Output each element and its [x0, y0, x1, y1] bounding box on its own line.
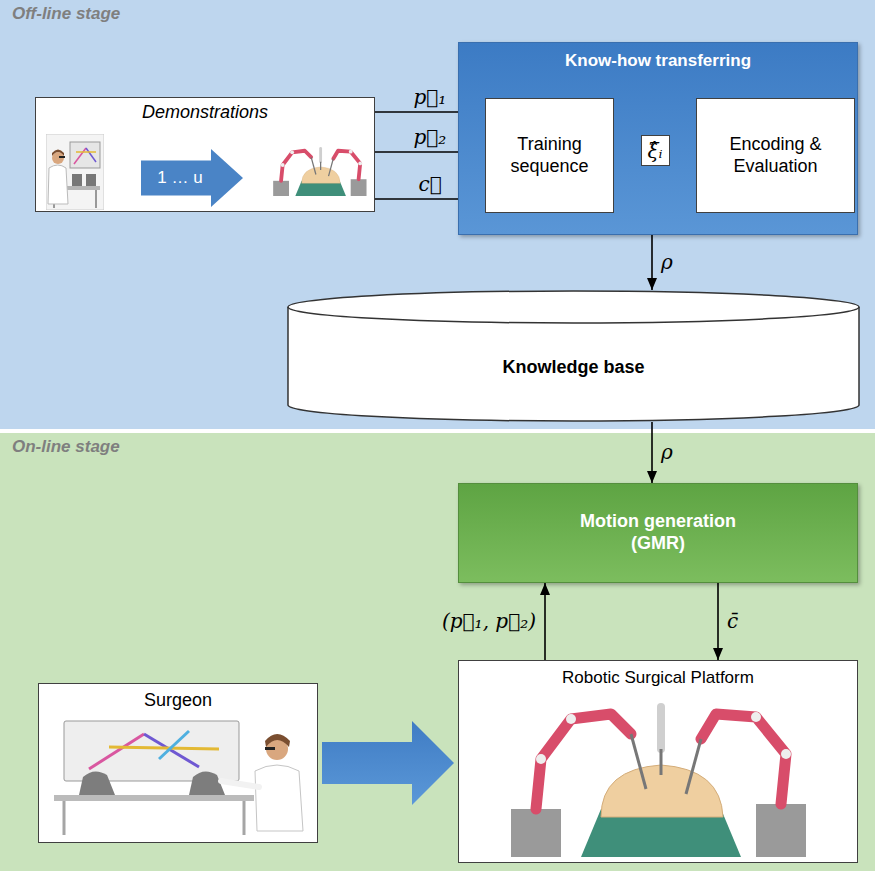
process-box: Encoding & Evaluation — [696, 98, 855, 213]
illustration-part — [281, 163, 285, 167]
edge-label: (p⃗₁, p⃗₂) — [442, 610, 536, 633]
cylinder-rim — [288, 307, 859, 323]
node-label: Knowledge base — [502, 333, 644, 379]
illustration-part — [109, 747, 219, 749]
illustration-part — [255, 765, 303, 831]
edge-label: ρ — [661, 251, 673, 274]
stage-label: Off-line stage — [12, 4, 120, 24]
node-label: Encoding & Evaluation — [697, 134, 854, 177]
illustration-part — [86, 174, 96, 186]
illustration-part — [59, 156, 65, 158]
arrow-connector — [651, 422, 653, 483]
illustration-part — [273, 181, 289, 196]
illustration-part — [54, 795, 254, 801]
illustration-part — [319, 149, 322, 162]
illustration-part — [358, 162, 362, 166]
illustration-part — [74, 148, 86, 164]
actor-box: Surgeon — [38, 683, 318, 843]
stage-band: On-line stageMotion generation (GMR) Sur… — [0, 433, 875, 871]
illustration-part — [631, 734, 646, 789]
illustration-part — [52, 150, 64, 157]
stage-label: On-line stage — [12, 437, 120, 457]
edge-label: c⃗ — [419, 173, 442, 196]
illustration-part — [86, 148, 96, 162]
illustration-part — [48, 165, 68, 204]
illustration-part — [79, 771, 115, 795]
illustration-part — [72, 174, 82, 186]
database-cylinder: Knowledge base — [287, 290, 860, 422]
illustration-part — [320, 162, 321, 170]
illustration-part — [46, 134, 104, 210]
edge-label: p⃗₂ — [414, 126, 447, 149]
illustration-part — [243, 801, 246, 835]
illustration-part — [281, 151, 311, 181]
edge-label: c̄ — [727, 610, 738, 633]
illustration-part — [159, 731, 189, 759]
edge-label: p⃗₁ — [414, 86, 447, 109]
illustration-part — [64, 721, 239, 781]
block-arrow-shape — [141, 149, 243, 207]
illustration-part — [566, 714, 576, 724]
node-label: Demonstrations — [142, 98, 268, 124]
illustration-part — [311, 157, 316, 174]
edge-label: ρ — [661, 441, 673, 464]
illustration-part — [95, 190, 97, 208]
arrow-connector — [544, 583, 546, 660]
illustration-part — [701, 714, 786, 804]
edge-label: ξ̂ᵢ — [641, 135, 670, 166]
illustration-part — [333, 151, 360, 179]
robot-photo — [270, 133, 370, 209]
illustration-part — [686, 739, 701, 794]
illustration-part — [511, 809, 561, 857]
stage-band: Off-line stage Demonstrations 1 … u Know-h… — [0, 0, 875, 429]
illustration-part — [536, 754, 546, 764]
illustration-part — [349, 150, 353, 154]
arrow-connector — [651, 235, 653, 290]
node-label: Robotic Surgical Platform — [562, 661, 754, 688]
robot-photo — [501, 699, 817, 857]
illustration-part — [265, 734, 290, 747]
illustration-part — [63, 801, 66, 835]
surgeon-photo — [49, 719, 307, 837]
node-label: Surgeon — [144, 684, 212, 712]
platform-box: Robotic Surgical Platform — [458, 660, 858, 863]
demonstrations-box: Demonstrations 1 … u — [35, 97, 375, 212]
illustration-part — [329, 159, 334, 176]
sequence-arrow: 1 … u — [141, 149, 243, 207]
cylinder-outline — [287, 290, 860, 422]
illustration-part — [751, 712, 761, 722]
illustration-part — [265, 747, 275, 750]
illustration-part — [144, 734, 199, 767]
process-box: Training sequence — [485, 98, 614, 213]
node-label: Know-how transferring — [565, 43, 751, 71]
illustration-part — [781, 749, 791, 759]
illustration-part — [89, 734, 144, 769]
illustration-part — [76, 151, 96, 153]
illustration-part — [351, 179, 367, 196]
illustration-part — [756, 804, 806, 857]
illustration-part — [290, 150, 294, 154]
cylinder-body — [288, 291, 859, 421]
node-label: Training sequence — [486, 134, 613, 177]
illustration-part — [221, 781, 259, 787]
illustration-part — [660, 749, 663, 775]
arrow-connector — [717, 583, 719, 660]
process-box: Motion generation (GMR) — [458, 483, 858, 583]
node-label: 1 … u — [157, 168, 226, 188]
illustration-part — [536, 714, 631, 809]
illustration-part — [70, 142, 100, 168]
node-label: Motion generation (GMR) — [553, 511, 763, 554]
illustration-part — [657, 707, 665, 749]
demonstration-photo — [46, 134, 104, 210]
